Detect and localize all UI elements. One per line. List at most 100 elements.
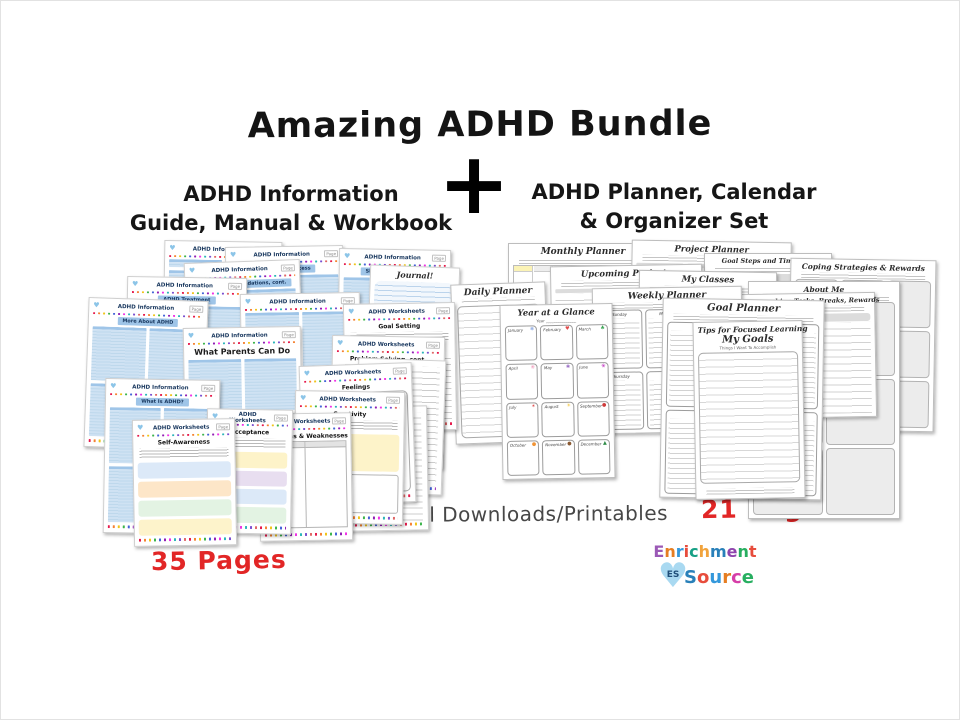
month-icon: ❀ (565, 364, 571, 371)
logo-letter: c (689, 542, 699, 561)
month-cell: December▲ (577, 438, 611, 475)
month-icon: ❄ (529, 326, 535, 333)
mini-logo-icon: ♥ (136, 423, 144, 432)
month-icon: ♣ (600, 325, 605, 332)
month-icon: ☀ (566, 402, 571, 409)
page-number-box: Page (274, 414, 288, 422)
page-title: About Me (803, 285, 845, 294)
mini-logo-icon: ♥ (93, 301, 100, 310)
dotted-border (348, 316, 451, 321)
page-title: ADHD Information (211, 265, 268, 274)
month-label: March (578, 326, 591, 332)
logo-letter: i (683, 542, 690, 561)
page-number-box: Page (332, 417, 347, 425)
dotted-border (299, 404, 400, 409)
mini-logo-icon: ♥ (336, 339, 344, 348)
page-number-box: Page (201, 384, 216, 392)
page-title: ADHD Information (156, 281, 213, 289)
heart-logo-icon: ♥ ES (656, 559, 690, 593)
month-label: November (545, 441, 567, 447)
mini-logo-icon: ♥ (188, 266, 196, 275)
dotted-border (131, 290, 242, 295)
month-icon: ❀ (530, 364, 535, 371)
month-icon: ● (601, 401, 607, 408)
mini-logo-icon: ♥ (229, 250, 237, 259)
month-cell: January ❄ (504, 325, 538, 362)
logo-letter: n (664, 542, 676, 561)
month-icon: ♥ (565, 325, 570, 332)
page-number-box: Page (393, 367, 407, 375)
month-label: February (543, 326, 562, 333)
page-number-box: Page (436, 307, 451, 315)
month-grid: January ❄ February♥ March ♣ April ❀ May ❀ June ❀ Ju… (504, 324, 611, 476)
month-cell: November● (542, 439, 576, 476)
page-title: ADHD Worksheets (368, 308, 425, 316)
logo-letter: S (684, 566, 697, 588)
page-subtitle: More About ADHD (117, 317, 179, 328)
mini-logo-icon: ♥ (110, 382, 117, 391)
month-label: December (580, 440, 602, 447)
page-title: ADHD Information (117, 303, 175, 312)
month-label: April (508, 365, 518, 372)
month-cell: July✶ (506, 401, 540, 438)
logo-letter: r (675, 542, 684, 561)
month-label: October (509, 442, 526, 448)
left-heading-line1: ADHD Information (183, 182, 399, 206)
logo-letter: r (722, 566, 732, 588)
right-heading-line1: ADHD Planner, Calendar (531, 180, 817, 204)
page-number-box: Page (432, 254, 447, 262)
month-label: May (543, 365, 553, 371)
logo-letter: n (737, 542, 749, 561)
page-number-box: Page (386, 396, 401, 404)
mini-logo-icon: ♥ (169, 244, 176, 253)
page-title: ADHD Information (211, 332, 268, 340)
logo-letter: e (726, 542, 738, 561)
month-cell: August ☀ (541, 401, 575, 438)
page-title: ADHD Worksheets (357, 340, 415, 348)
month-label: August (544, 403, 559, 409)
page-title: Monthly Planner (540, 247, 626, 257)
page-title: ADHD Worksheets (324, 368, 382, 377)
page-number-box: Page (426, 341, 441, 349)
page-title: ADHD Information (132, 383, 189, 391)
month-icon: ● (567, 440, 572, 447)
plus-icon: + (438, 134, 511, 234)
left-section-heading: ADHD Information Guide, Manual & Workboo… (123, 180, 459, 239)
dotted-border (336, 349, 440, 354)
goals-box (697, 351, 801, 484)
month-cell: September● (576, 400, 610, 437)
right-section-heading: ADHD Planner, Calendar & Organizer Set (513, 178, 835, 237)
logo-letter: t (748, 542, 757, 561)
mini-logo-icon: ♥ (244, 297, 252, 306)
month-icon: ● (531, 441, 537, 448)
page-subtitle: Self-Awareness (157, 438, 210, 447)
dotted-border (110, 392, 216, 397)
dotted-border (187, 340, 296, 345)
logo-letter: E (653, 542, 665, 561)
journal-title: Journal! (396, 269, 434, 281)
month-label: January (507, 327, 524, 333)
month-label: July (509, 404, 517, 410)
page-title: ADHD Worksheets (152, 424, 210, 432)
page-title: Goal Steps and Timelines (721, 257, 815, 265)
month-icon: ❀ (601, 363, 606, 370)
page-number-box: Page (216, 423, 231, 431)
logo-letter: u (709, 566, 723, 588)
month-cell: February♥ (540, 324, 574, 361)
page-number-box: Page (189, 305, 204, 313)
mini-logo-icon: ♥ (299, 394, 307, 403)
month-label: June (579, 364, 588, 370)
page-number-box: Page (228, 282, 243, 290)
left-pages-count: 35 Pages (150, 544, 287, 577)
page-number-box: Page (324, 250, 339, 258)
page-title: ADHD Information (253, 251, 310, 259)
logo-heart-initials: ES (666, 570, 680, 580)
logo-letter: o (696, 566, 710, 588)
month-label: September (579, 402, 603, 409)
